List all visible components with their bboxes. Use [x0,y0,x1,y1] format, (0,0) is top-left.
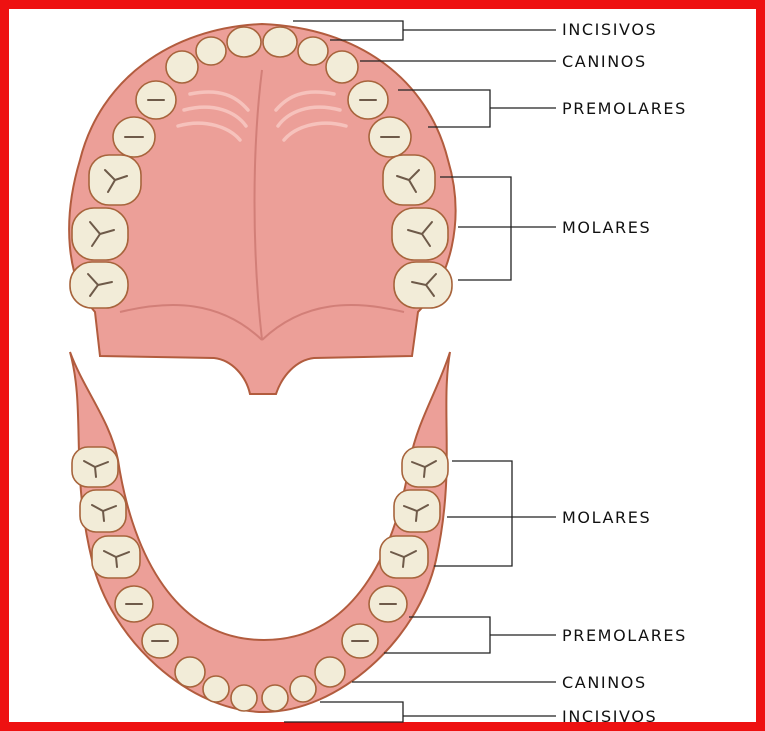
upper-lateral-incisor-left [196,37,226,65]
lower-central-incisor-left [231,685,257,711]
lower-central-incisor-right [262,685,288,711]
lower-canine-left [175,657,205,687]
label-lower-molars: MOLARES [562,508,651,527]
upper-arch [69,24,455,394]
label-lower-incisors: INCISIVOS [562,707,657,726]
lower-lateral-incisor-left [203,676,229,702]
upper-canine-left [166,51,198,83]
upper-lateral-incisor-right [298,37,328,65]
lower-lateral-incisor-right [290,676,316,702]
lower-arch [70,352,450,712]
label-lower-premolars: PREMOLARES [562,626,687,645]
lower-gum [70,352,450,712]
lower-canine-right [315,657,345,687]
label-lower-canines: CANINOS [562,673,647,692]
upper-canine-right [326,51,358,83]
upper-central-incisor-left [227,27,261,57]
label-upper-molars: MOLARES [562,218,651,237]
label-upper-incisors: INCISIVOS [562,20,657,39]
label-upper-canines: CANINOS [562,52,647,71]
label-upper-premolars: PREMOLARES [562,99,687,118]
upper-central-incisor-right [263,27,297,57]
